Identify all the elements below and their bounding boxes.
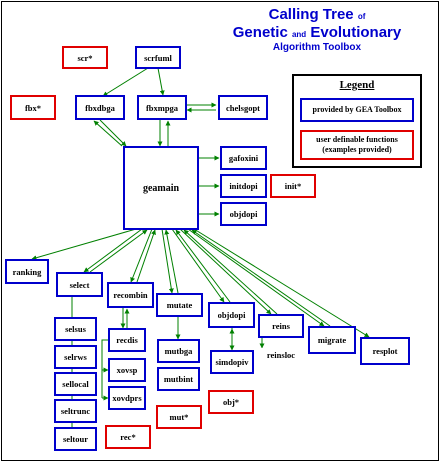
- legend-user-label-2: (examples provided): [322, 145, 392, 154]
- node-fbx: fbx*: [10, 95, 56, 120]
- legend-heading: Legend: [339, 79, 375, 91]
- node-mut: mut*: [156, 405, 202, 429]
- legend-user-label-1: user definable functions: [316, 135, 398, 144]
- edge-recdis-xov-trunk: [101, 339, 108, 398]
- node-ranking: ranking: [5, 259, 49, 284]
- node-selsus: selsus: [54, 317, 97, 341]
- node-chelsgopt: chelsgopt: [218, 95, 268, 120]
- node-rec: rec*: [105, 425, 151, 449]
- edge-geamain-select: [83, 228, 143, 273]
- node-objdopi-mid: objdopi: [208, 302, 255, 328]
- node-geamain: geamain: [123, 146, 199, 230]
- node-recdis: recdis: [108, 328, 146, 352]
- edge-geamain-recombin: [130, 228, 153, 283]
- edge-select-geamain: [89, 229, 148, 273]
- legend-box: Legend provided by GEA Toolbox user defi…: [292, 74, 422, 168]
- edge-objdopi-mid-geamain: [175, 229, 231, 303]
- node-fbxmpga: fbxmpga: [137, 95, 187, 120]
- legend-toolbox-key: provided by GEA Toolbox: [300, 98, 414, 122]
- title-line-1: Calling Tree of: [222, 6, 412, 23]
- node-scr: scr*: [62, 46, 108, 69]
- node-recombin: recombin: [107, 282, 154, 308]
- edge-scrfuml-fbxdbga: [102, 67, 149, 97]
- node-scrfuml: scrfuml: [135, 46, 181, 69]
- edge-mutate-geamain: [164, 229, 179, 294]
- node-mutate: mutate: [156, 293, 203, 317]
- edge-migrate-geamain: [191, 229, 331, 327]
- node-init: init*: [270, 174, 316, 198]
- node-mutbga: mutbga: [157, 339, 200, 363]
- title-small-of: of: [357, 12, 366, 21]
- title-line-3: Algorithm Toolbox: [272, 42, 362, 53]
- title-small-and: and: [291, 30, 307, 39]
- node-resplot: resplot: [360, 337, 410, 365]
- title-main-2a: Genetic: [232, 24, 288, 41]
- node-obj: obj*: [208, 390, 254, 414]
- edge-geamain-migrate: [187, 228, 325, 327]
- node-gafoxini: gafoxini: [220, 146, 267, 170]
- node-simdopiv: simdopiv: [210, 350, 254, 374]
- edge-geamain-mutate: [161, 228, 174, 294]
- edge-geamain-resplot: [193, 228, 370, 338]
- edge-geamain-reins: [179, 228, 272, 315]
- legend-toolbox-label: provided by GEA Toolbox: [312, 105, 402, 114]
- edge-reins-geamain: [183, 229, 278, 315]
- node-sellocal: sellocal: [54, 372, 97, 396]
- node-reinsloc: reinsloc: [258, 348, 304, 362]
- node-seltour: seltour: [54, 427, 97, 451]
- node-fbxdbga: fbxdbga: [75, 95, 125, 120]
- edge-fbxdbga-geamain: [99, 119, 127, 147]
- title-line-2: Genetic and Evolutionary: [210, 24, 424, 41]
- node-initdopi: initdopi: [220, 174, 267, 198]
- edge-geamain-fbxdbga: [93, 120, 123, 147]
- node-migrate: migrate: [308, 326, 356, 354]
- node-objdopi-right: objdopi: [220, 202, 267, 226]
- node-seltrunc: seltrunc: [54, 399, 97, 423]
- node-mutbint: mutbint: [157, 367, 200, 391]
- node-xovdprs: xovdprs: [108, 386, 146, 410]
- node-reins: reins: [258, 314, 304, 338]
- node-select: select: [56, 272, 103, 297]
- edge-scrfuml-fbxmpga: [157, 67, 165, 96]
- title-main-1: Calling Tree: [268, 6, 354, 23]
- node-xovsp: xovsp: [108, 358, 146, 382]
- title-main-2b: Evolutionary: [310, 24, 402, 41]
- edge-geamain-objdopi-mid: [171, 228, 225, 303]
- legend-user-key: user definable functions (examples provi…: [300, 130, 414, 160]
- edge-geamain-ranking: [31, 228, 137, 261]
- node-selrws: selrws: [54, 345, 97, 369]
- edge-recombin-geamain: [136, 229, 156, 283]
